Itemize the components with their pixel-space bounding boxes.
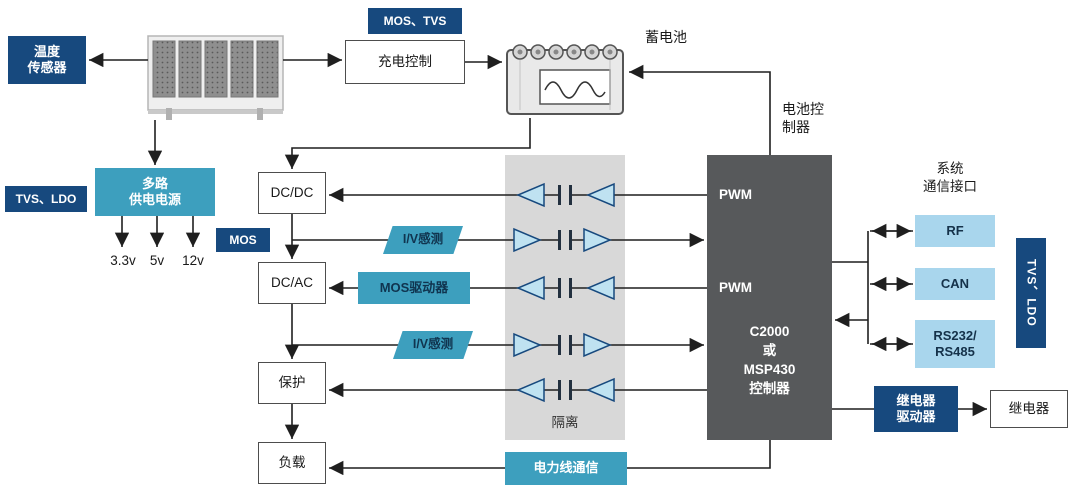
rail-12v-label: 12v	[182, 253, 204, 268]
charge-control-box: 充电控制	[345, 40, 465, 84]
rs232-rs485-box: RS232/ RS485	[915, 320, 995, 368]
iv-sense-1: I/V感测	[383, 226, 463, 254]
opto-isolator-row-5	[516, 377, 615, 403]
sys-comm-label: 系统 通信接口	[923, 161, 977, 194]
battery-controller-label: 电池控 制器	[782, 101, 824, 136]
dcac-box: DC/AC	[258, 262, 326, 304]
tvs-ldo-left-box: TVS、LDO	[5, 186, 87, 212]
solar-panel-image	[147, 35, 284, 120]
protection-box: 保护	[258, 362, 326, 404]
isolation-label: 隔离	[551, 415, 579, 430]
relay-box: 继电器	[990, 390, 1068, 428]
opto-isolator-row-1	[516, 182, 615, 208]
battery-label: 蓄电池	[645, 29, 687, 45]
can-box: CAN	[915, 268, 995, 300]
mos-tvs-box: MOS、TVS	[368, 8, 462, 34]
opto-isolator-row-4	[513, 332, 612, 358]
controller-name-label: C2000 或 MSP430 控制器	[743, 324, 796, 396]
mos-box: MOS	[216, 228, 270, 252]
plc-box: 电力线通信	[505, 452, 627, 485]
dcdc-box: DC/DC	[258, 172, 326, 214]
relay-driver-box: 继电器 驱动器	[874, 386, 958, 432]
rail-3v3-label: 3.3v	[110, 253, 136, 268]
iv-sense-2: I/V感测	[393, 331, 473, 359]
rail-5v-label: 5v	[149, 253, 165, 268]
opto-isolator-row-2	[513, 227, 612, 253]
controller-box: PWM PWM C2000 或 MSP430 控制器	[707, 155, 832, 440]
opto-isolator-row-3	[516, 275, 615, 301]
pwm2-label: PWM	[719, 280, 752, 295]
battery-image	[506, 44, 624, 115]
mos-driver-box: MOS驱动器	[358, 272, 470, 304]
load-box: 负载	[258, 442, 326, 484]
rf-box: RF	[915, 215, 995, 247]
tvs-ldo-right-box: TVS、LDO	[1016, 238, 1046, 348]
pwm1-label: PWM	[719, 187, 752, 202]
comm-bus	[832, 223, 913, 352]
multi-power-box: 多路 供电电源	[95, 168, 215, 216]
temp-sensor-box: 温度 传感器	[8, 36, 86, 84]
